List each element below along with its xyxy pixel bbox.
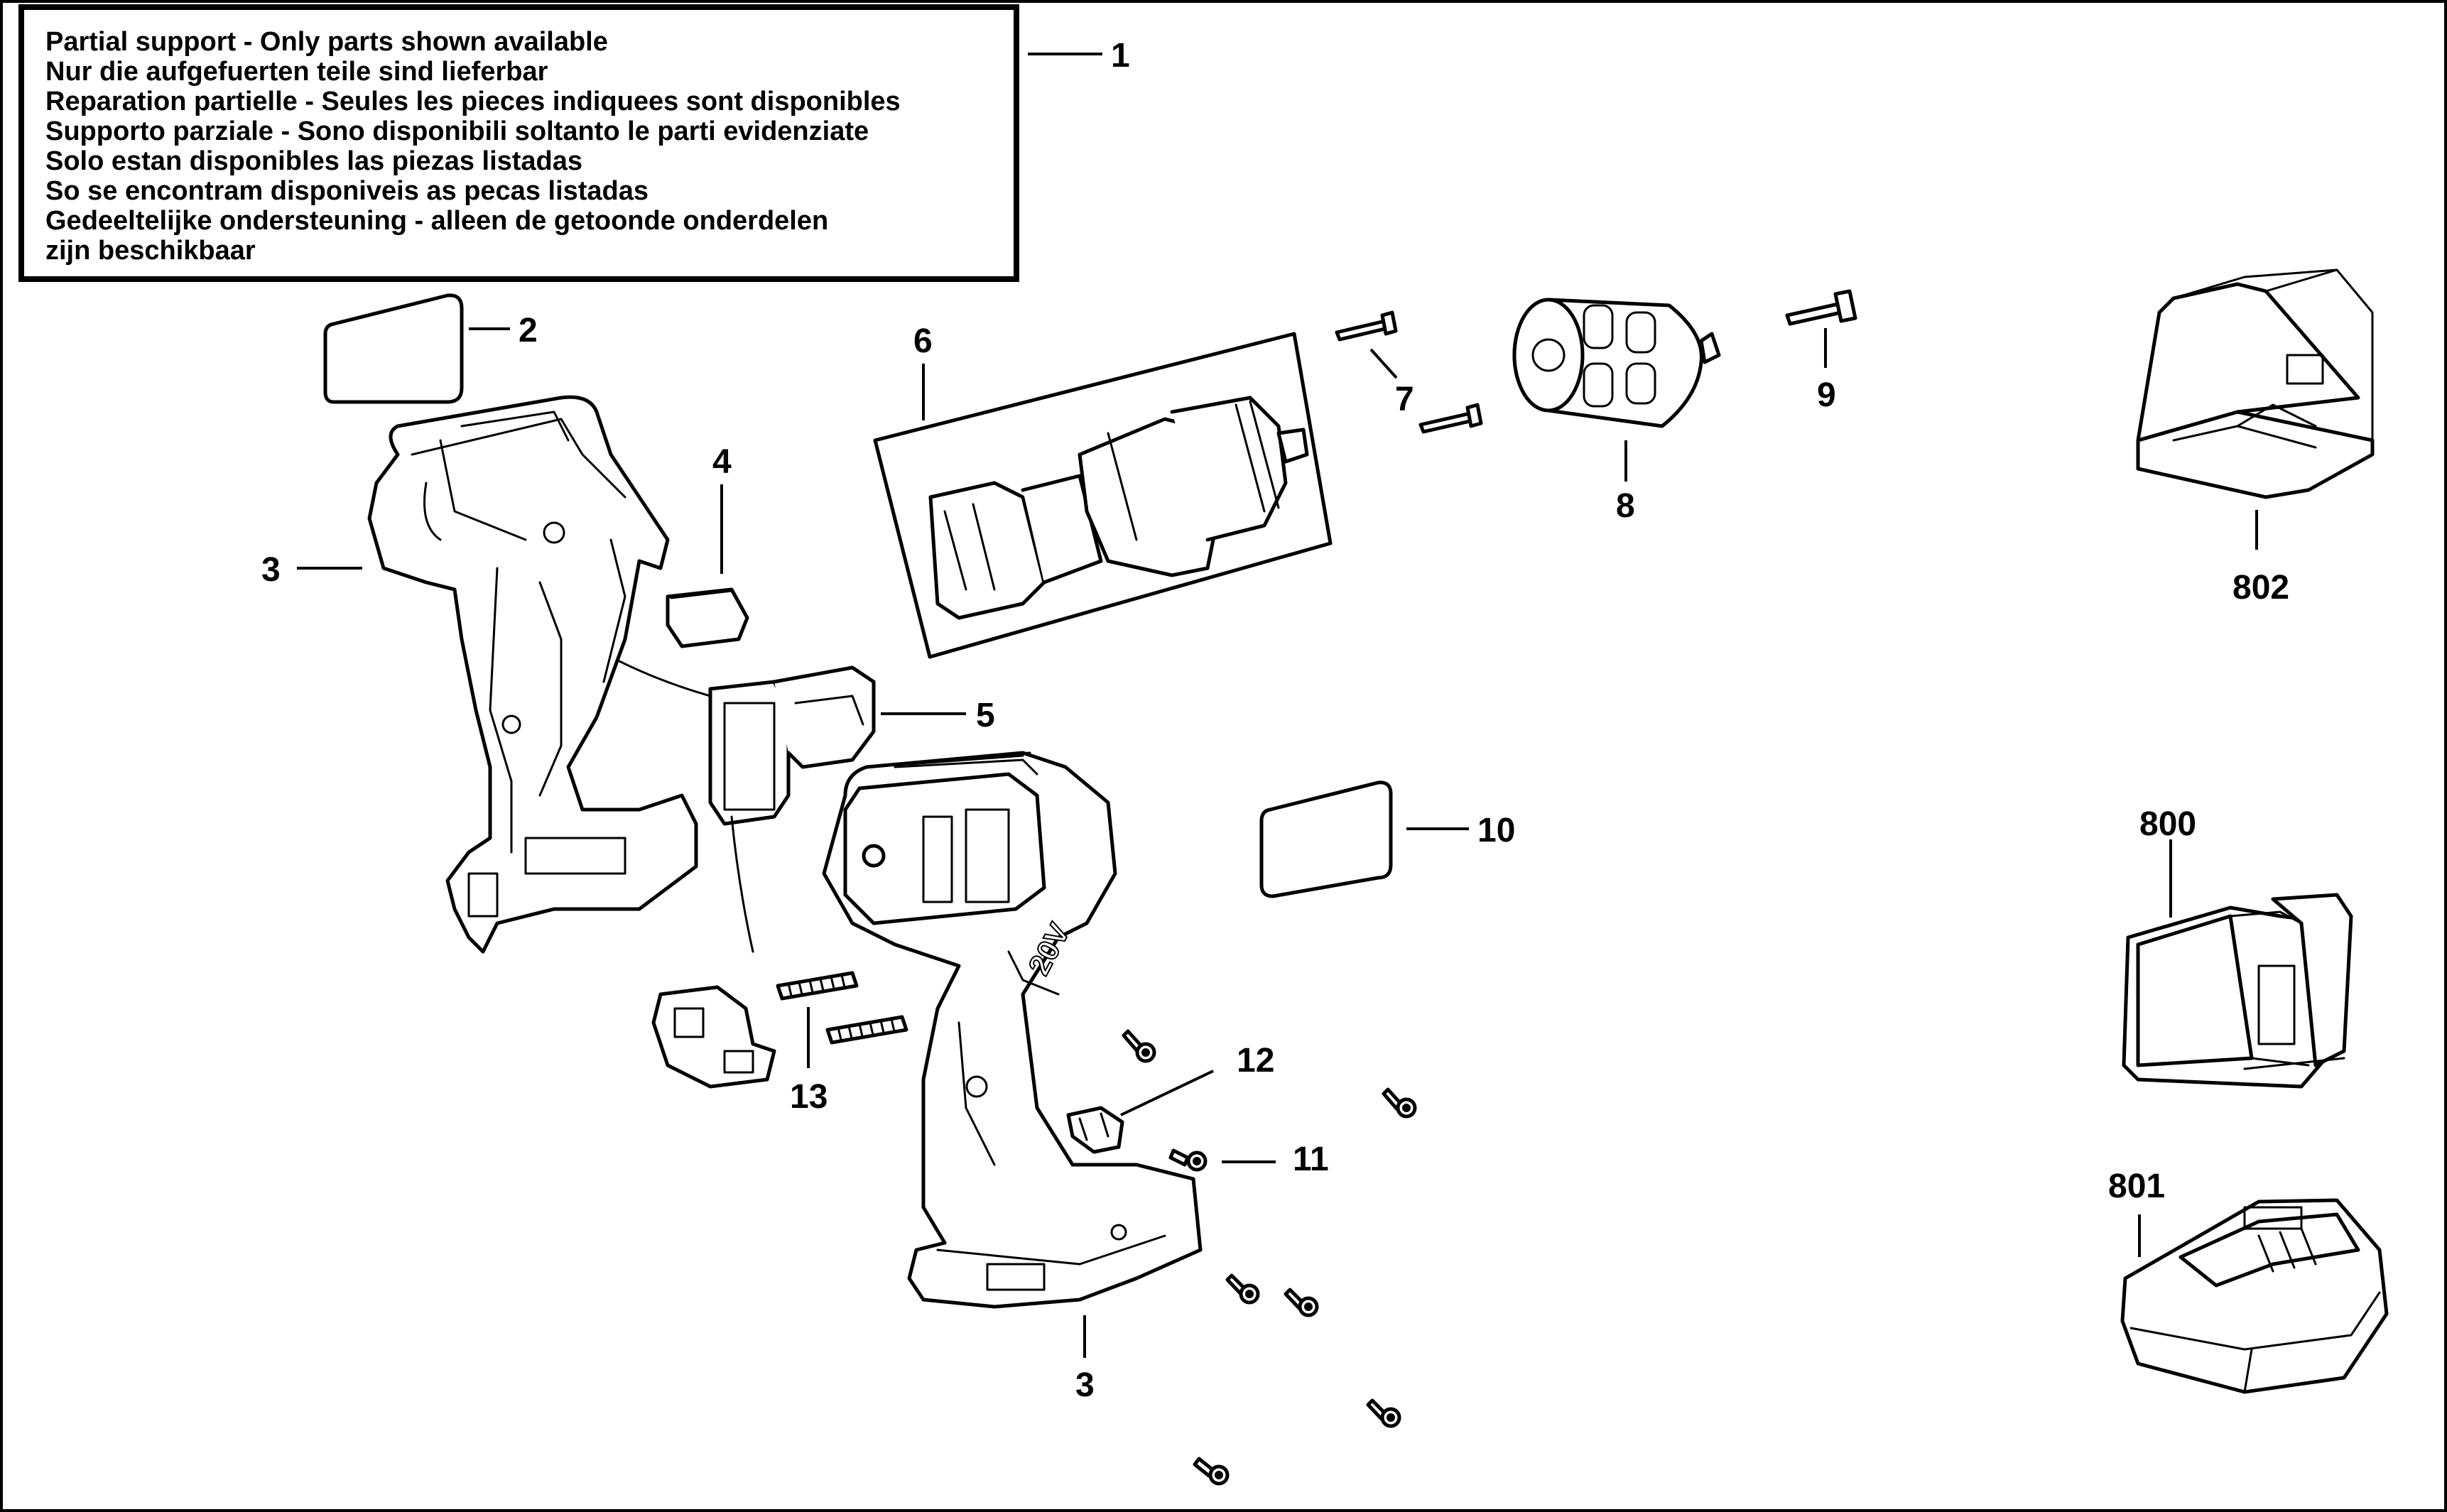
notice-line-es: Solo estan disponibles las piezas listad… <box>45 146 583 176</box>
partial-support-notice: Partial support - Only parts shown avail… <box>18 4 1019 282</box>
part-11-screws <box>1122 1029 1417 1486</box>
callout-801: 801 <box>2108 1168 2165 1205</box>
notice-line-pt: So se encontram disponiveis as pecas lis… <box>45 176 649 206</box>
callout-4: 4 <box>712 443 732 481</box>
part-9-screw <box>1785 289 1857 326</box>
notice-line-de: Nur die aufgefuerten teile sind lieferba… <box>45 57 548 87</box>
callout-7: 7 <box>1395 381 1414 418</box>
callout-12: 12 <box>1237 1042 1274 1079</box>
notice-line-nl-1: Gedeeltelijke ondersteuning - alleen de … <box>45 206 829 236</box>
notice-line-en: Partial support - Only parts shown avail… <box>45 27 608 57</box>
part-800-charger <box>2122 893 2353 1089</box>
part-6-motor-gearbox <box>873 332 1333 659</box>
notice-line-nl-2: zijn beschikbaar <box>45 236 256 266</box>
callout-13: 13 <box>790 1078 828 1116</box>
notice-line-fr: Reparation partielle - Seules les pieces… <box>45 87 901 116</box>
notice-line-it: Supporto parziale - Sono disponibili sol… <box>45 116 869 146</box>
part-3-housing-left <box>367 395 698 954</box>
callout-8: 8 <box>1616 487 1635 525</box>
callout-9: 9 <box>1817 376 1836 414</box>
callout-800: 800 <box>2139 805 2196 843</box>
callout-2: 2 <box>519 312 538 349</box>
part-10-label <box>1259 781 1393 898</box>
callout-10: 10 <box>1477 812 1515 849</box>
callout-3-bottom: 3 <box>1075 1366 1095 1404</box>
part-8-chuck <box>1512 298 1721 428</box>
leader-7 <box>1369 348 1398 379</box>
callout-3-left: 3 <box>261 551 281 589</box>
part-7-screws <box>1335 310 1483 434</box>
leader-12 <box>1120 1070 1214 1116</box>
callout-6: 6 <box>913 322 933 360</box>
part-13-terminal-springs <box>651 971 908 1089</box>
part-4-capacitor <box>666 587 749 648</box>
part-5-switch <box>617 659 876 953</box>
part-801-battery <box>2120 1198 2389 1394</box>
callout-11: 11 <box>1293 1141 1329 1178</box>
part-12-clip <box>1066 1106 1124 1154</box>
callout-1: 1 <box>1111 37 1130 75</box>
callout-802: 802 <box>2232 569 2289 607</box>
callout-5: 5 <box>976 697 995 734</box>
part-2-label <box>323 293 464 404</box>
part-802-kit-box <box>2136 268 2375 499</box>
